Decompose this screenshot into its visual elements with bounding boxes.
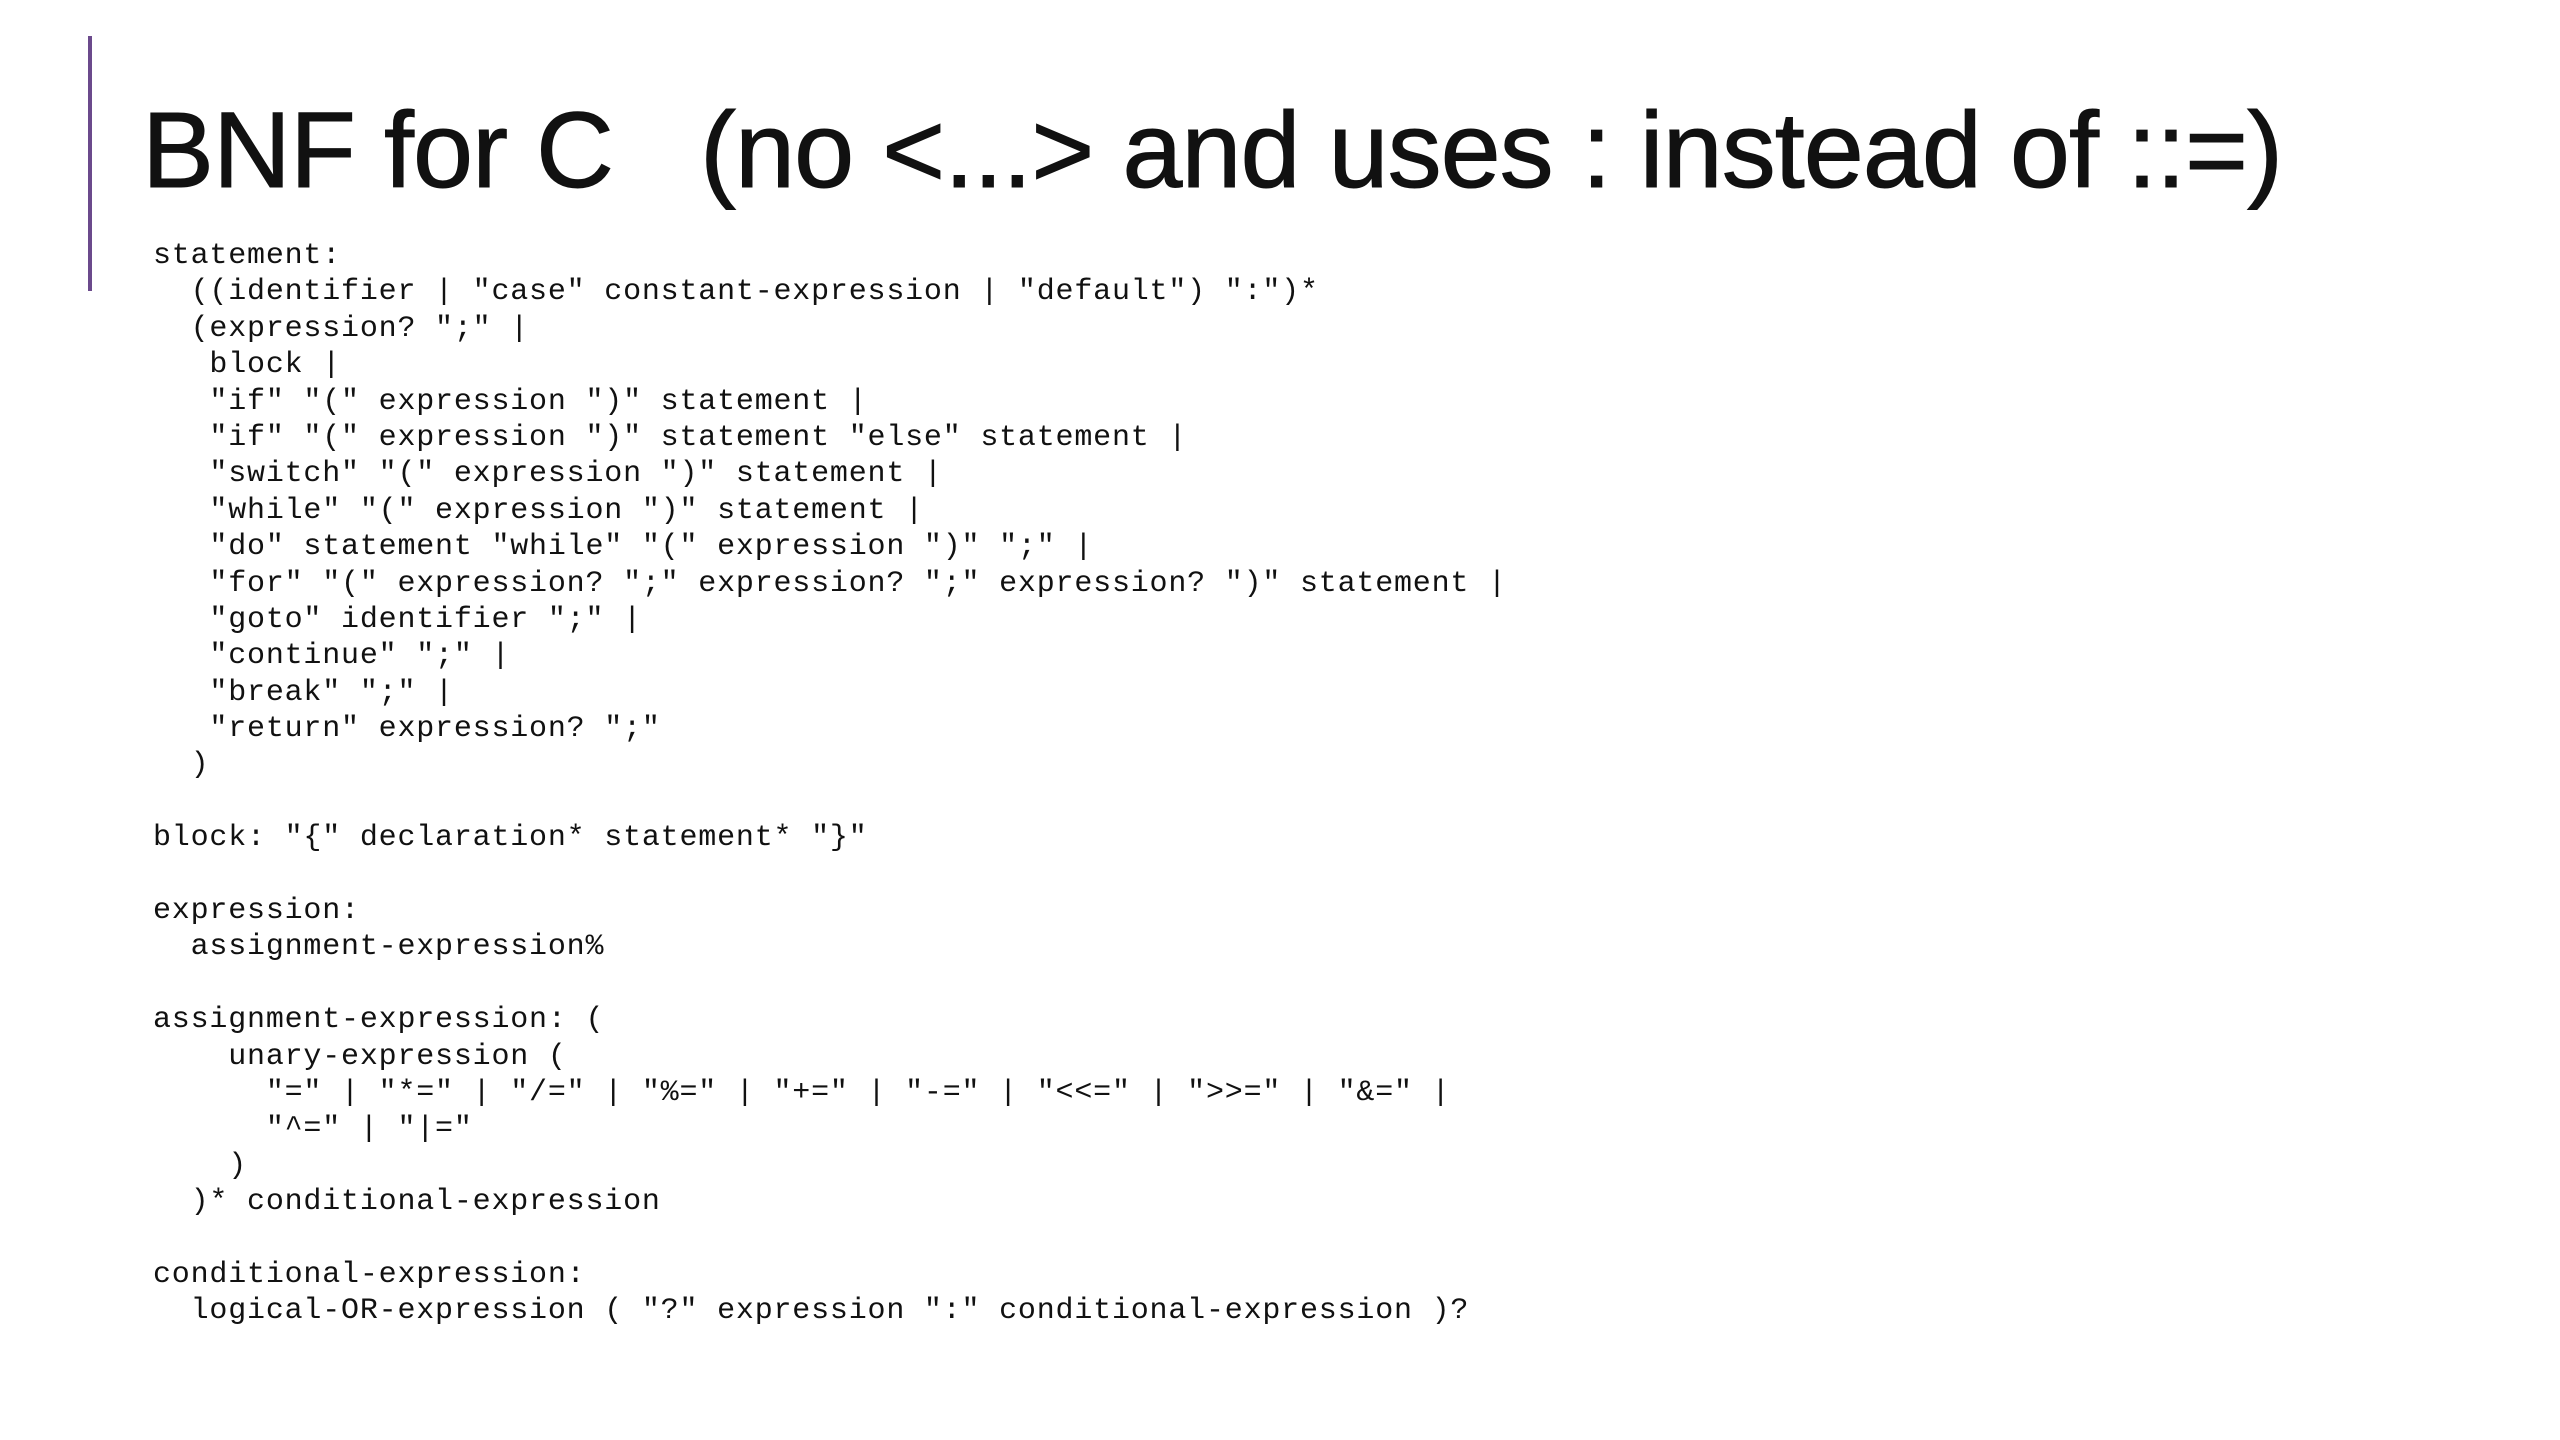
title-accent-bar	[88, 36, 92, 291]
grammar-line: assignment-expression: (	[153, 1003, 605, 1038]
grammar-line: "^=" | "|="	[153, 1112, 473, 1147]
grammar-line: "do" statement "while" "(" expression ")…	[153, 530, 1094, 565]
grammar-line: "break" ";" |	[153, 675, 454, 710]
grammar-line: "goto" identifier ";" |	[153, 602, 642, 637]
grammar-line: )* conditional-expression	[153, 1185, 661, 1220]
slide-title: BNF for C (no <...> and uses : instead o…	[141, 88, 2283, 210]
grammar-line: "continue" ";" |	[153, 639, 511, 674]
grammar-line: block: "{" declaration* statement* "}"	[153, 821, 868, 856]
grammar-line: block |	[153, 348, 342, 383]
grammar-line: conditional-expression:	[153, 1257, 586, 1292]
grammar-line	[153, 784, 1507, 820]
grammar-line: statement:	[153, 239, 342, 273]
grammar-line: )	[153, 748, 210, 783]
grammar-line	[153, 1221, 1507, 1257]
grammar-line	[153, 966, 1507, 1002]
grammar-line: (expression? ";" |	[153, 311, 530, 346]
grammar-line: assignment-expression%	[153, 930, 605, 965]
bnf-grammar-code-block: statement: ((identifier | "case" constan…	[153, 238, 1507, 1330]
grammar-line	[153, 857, 1507, 893]
grammar-line: unary-expression (	[153, 1039, 567, 1074]
grammar-line: "=" | "*=" | "/=" | "%=" | "+=" | "-=" |…	[153, 1075, 1451, 1110]
grammar-line: )	[153, 1148, 248, 1183]
grammar-line: "return" expression? ";"	[153, 712, 661, 747]
grammar-line: logical-OR-expression ( "?" expression "…	[153, 1294, 1470, 1329]
grammar-line: expression:	[153, 894, 360, 929]
grammar-line: "if" "(" expression ")" statement |	[153, 384, 868, 419]
grammar-line: "while" "(" expression ")" statement |	[153, 493, 924, 528]
grammar-line: "switch" "(" expression ")" statement |	[153, 457, 943, 492]
grammar-line: "for" "(" expression? ";" expression? ";…	[153, 566, 1507, 601]
grammar-line: "if" "(" expression ")" statement "else"…	[153, 420, 1188, 455]
grammar-line: ((identifier | "case" constant-expressio…	[153, 275, 1319, 310]
